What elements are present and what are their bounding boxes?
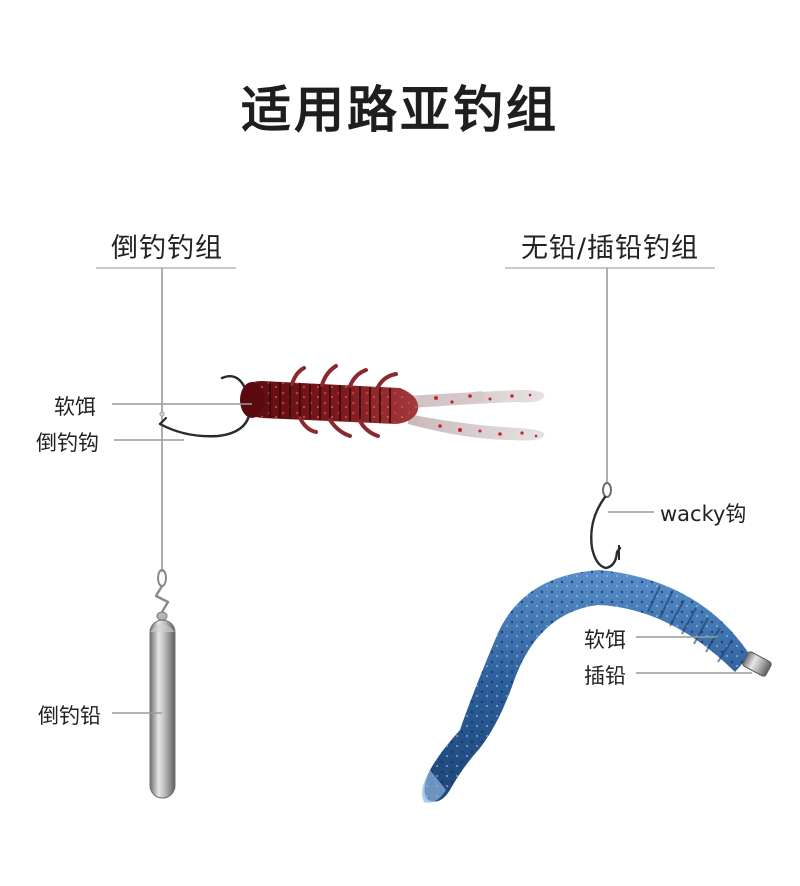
drop-shot-rig-heading: 倒钓钓组 bbox=[111, 233, 223, 264]
wacky-hook bbox=[590, 495, 622, 570]
insert-sinker bbox=[742, 651, 772, 677]
drop-shot-rig-illustration bbox=[112, 268, 545, 799]
shrimp-soft-bait bbox=[240, 364, 545, 441]
label-insert-sinker: 插铅 bbox=[584, 664, 626, 688]
label-soft-bait-left: 软饵 bbox=[54, 395, 96, 419]
label-drop-shot-hook: 倒钓钩 bbox=[36, 431, 99, 455]
wacky-rig-illustration bbox=[422, 268, 772, 803]
drop-shot-sinker bbox=[149, 569, 176, 799]
label-soft-bait-right: 软饵 bbox=[584, 628, 626, 652]
weightless-rig-heading: 无铅/插铅钓组 bbox=[520, 233, 700, 264]
worm-soft-bait bbox=[422, 570, 750, 803]
label-drop-shot-sinker: 倒钓铅 bbox=[38, 704, 101, 728]
drop-shot-hook bbox=[158, 375, 252, 438]
label-wacky-hook: wacky钩 bbox=[660, 502, 747, 526]
page-title: 适用路亚钓组 bbox=[241, 81, 559, 139]
